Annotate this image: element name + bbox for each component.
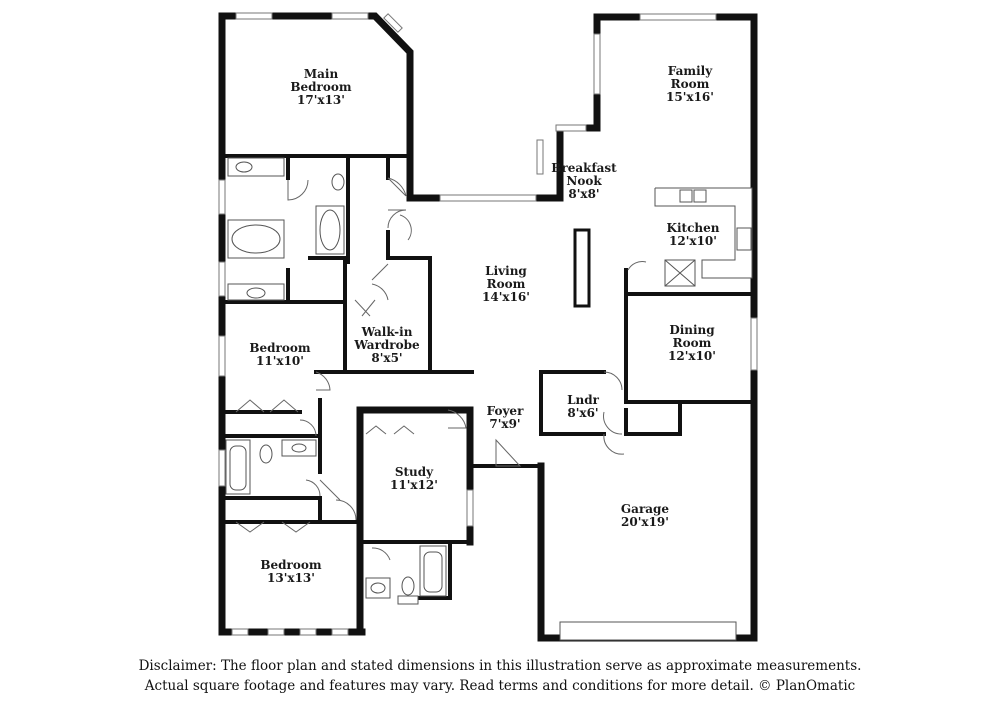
bedroom-2-size: 11'x10' [256,354,304,368]
kitchen-name: Kitchen [667,221,720,235]
interior-walls [220,154,756,600]
living-room-name: Living [485,264,527,278]
main-bedroom-name-2: Bedroom [290,80,351,94]
bedroom-3-size: 13'x13' [267,571,315,585]
living-room-size: 14'x16' [482,290,530,304]
family-room-name-2: Room [671,77,710,91]
doors [235,177,647,561]
breakfast-nook-name: Breakfast [551,161,617,175]
dining-room-name: Dining [669,323,715,337]
windows [218,12,758,641]
walk-in-wardrobe-size: 8'x5' [371,351,402,365]
laundry-name: Lndr [567,393,600,407]
walk-in-wardrobe-name: Walk-in [361,325,413,339]
breakfast-nook-size: 8'x8' [568,187,599,201]
kitchen-size: 12'x10' [669,234,717,248]
walk-in-wardrobe-name-2: Wardrobe [353,338,420,352]
study-name: Study [395,465,434,479]
breakfast-nook-name-2: Nook [566,174,602,188]
dining-room-size: 12'x10' [668,349,716,363]
foyer-size: 7'x9' [489,417,520,431]
disclaimer-line-2: Actual square footage and features may v… [144,678,856,694]
dining-room-name-2: Room [673,336,712,350]
laundry-size: 8'x6' [567,406,598,420]
family-room-size: 15'x16' [666,90,714,104]
foyer-name: Foyer [487,404,524,418]
main-bedroom-size: 17'x13' [297,93,345,107]
garage-name: Garage [621,502,670,516]
disclaimer-line-1: Disclaimer: The floor plan and stated di… [138,658,862,674]
garage-size: 20'x19' [621,515,669,529]
bedroom-2-name: Bedroom [249,341,310,355]
family-room-name: Family [668,64,713,78]
study-size: 11'x12' [390,478,438,492]
bath-fixtures [225,157,447,605]
room-labels: Main Bedroom 17'x13' Family Room 15'x16'… [249,64,719,585]
main-bedroom-name: Main [304,67,339,81]
kitchen-counter [654,187,753,287]
living-room-name-2: Room [487,277,526,291]
bedroom-3-name: Bedroom [260,558,321,572]
